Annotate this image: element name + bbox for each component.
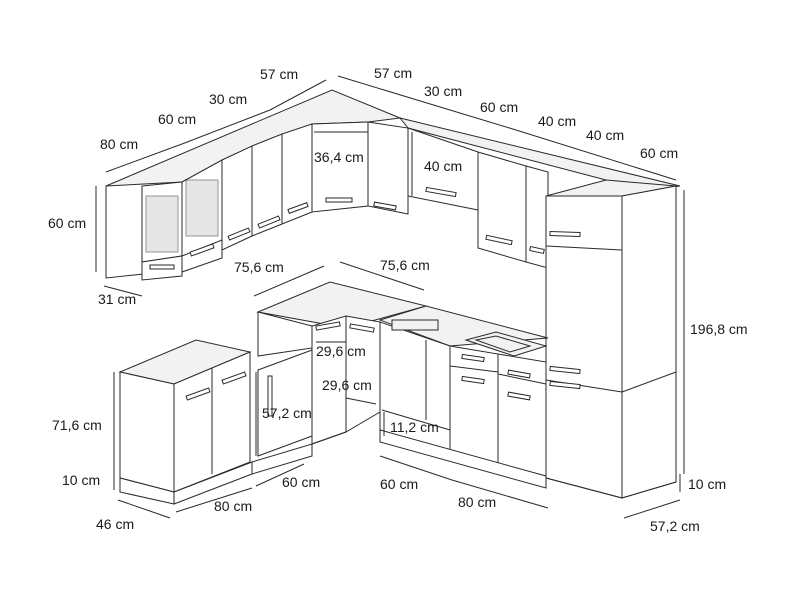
label-196-8: 196,8 cm [690,321,748,337]
label-57-right: 57 cm [374,65,412,81]
upper-cabinets-left [105,89,409,281]
dimension-labels: 57 cm 57 cm 30 cm 30 cm 60 cm 60 cm 80 c… [48,65,748,534]
upper-cabinets-right [398,117,681,269]
label-31-depth: 31 cm [98,291,136,307]
label-36-4: 36,4 cm [314,149,364,165]
label-57-2-depth: 57,2 cm [650,518,700,534]
label-11-2: 11,2 cm [390,419,439,435]
label-10-right: 10 cm [688,476,726,492]
label-71-6: 71,6 cm [52,417,102,433]
label-46: 46 cm [96,516,134,532]
tall-cabinet [545,179,677,499]
label-40-height: 40 cm [424,158,462,174]
base-cabinets [118,281,549,505]
label-60-far: 60 cm [640,145,678,161]
label-29-6-b: 29,6 cm [322,377,372,393]
label-40-b: 40 cm [586,127,624,143]
label-60-lower-b: 60 cm [380,476,418,492]
label-30-left: 30 cm [209,91,247,107]
label-60-upper-right: 60 cm [480,99,518,115]
label-40-a: 40 cm [538,113,576,129]
label-80-lower: 80 cm [214,498,252,514]
label-57-2-height: 57,2 cm [262,405,312,421]
dimension-lines [95,75,685,519]
label-30-right: 30 cm [424,83,462,99]
label-80-upper: 80 cm [100,136,138,152]
label-75-6-left: 75,6 cm [234,259,284,275]
label-75-6-right: 75,6 cm [380,257,430,273]
label-80-lower-b: 80 cm [458,494,496,510]
label-60-upper-left: 60 cm [158,111,196,127]
label-57-left: 57 cm [260,66,298,82]
label-10-left: 10 cm [62,472,100,488]
label-60-height: 60 cm [48,215,86,231]
label-60-lower-a: 60 cm [282,474,320,490]
label-29-6-a: 29,6 cm [316,343,366,359]
